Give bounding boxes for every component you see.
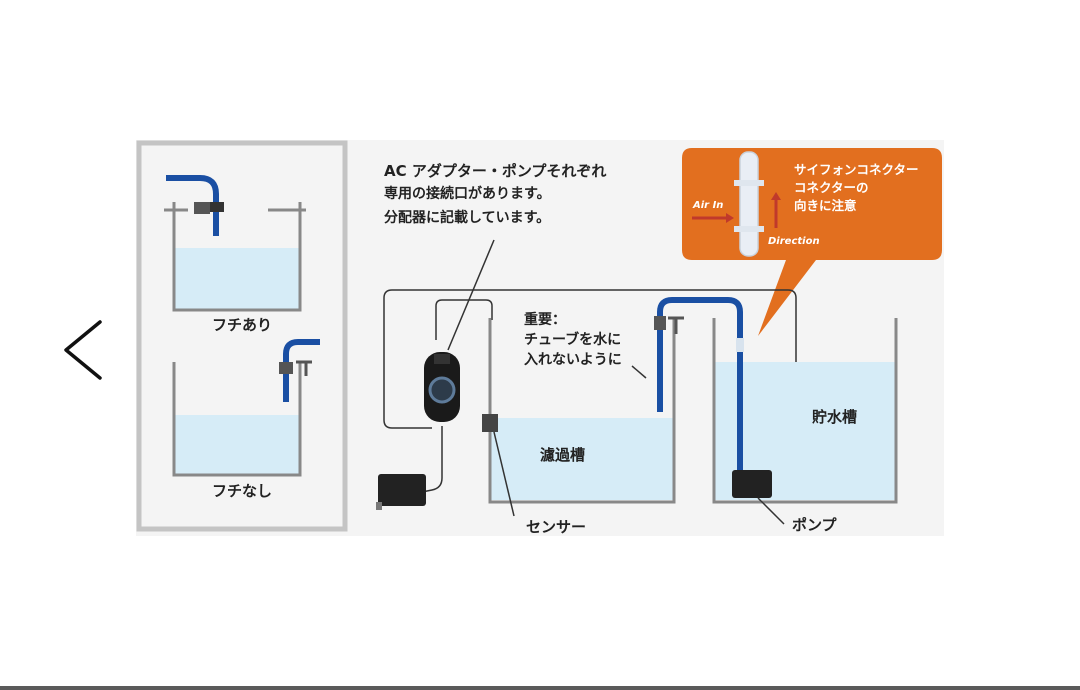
tank-without-rim-label: フチなし: [212, 482, 272, 500]
svg-text:入れないように: 入れないように: [524, 352, 622, 368]
left-panel: フチあり フチなし: [136, 140, 348, 532]
chevron-left-icon: [64, 320, 102, 380]
bottom-border: [0, 686, 1080, 690]
siphon-tube: [654, 297, 744, 472]
aquarium-setup-diagram: フチあり フチなし AC アダプター・ポンプそれぞれ 専用の接続口があります。 …: [136, 140, 944, 536]
important-note: 重要： チューブを水に 入れないように: [524, 311, 647, 379]
svg-text:AC アダプター・ポンプそれぞれ: AC アダプター・ポンプそれぞれ: [384, 162, 606, 180]
pump-icon: [732, 470, 772, 498]
svg-text:Air In: Air In: [692, 200, 723, 211]
tank-without-rim: [172, 339, 320, 477]
svg-text:コネクターの: コネクターの: [794, 180, 869, 195]
clip-icon: [279, 362, 293, 374]
svg-text:分配器に記載しています。: 分配器に記載しています。: [384, 209, 550, 226]
ac-adapter: [376, 474, 426, 510]
tank-with-rim-label: フチあり: [212, 316, 272, 334]
controller-device: [424, 352, 460, 422]
filter-tank: [482, 318, 676, 517]
svg-text:重要：: 重要：: [524, 311, 566, 328]
pump: [732, 470, 785, 525]
reservoir-label: 貯水槽: [812, 408, 857, 426]
rim-clip-icon: [194, 202, 210, 214]
sensor-label: センサー: [526, 518, 586, 536]
siphon-connector-callout: Air In Direction サイフォンコネクター コネクターの 向きに注意: [682, 148, 942, 336]
svg-text:専用の接続口があります。: 専用の接続口があります。: [384, 185, 551, 202]
connector-icon: [739, 151, 759, 257]
svg-text:向きに注意: 向きに注意: [794, 198, 857, 213]
sensor-icon: [482, 414, 498, 432]
siphon-connector: [736, 338, 744, 352]
tank-with-rim: [164, 175, 306, 312]
svg-text:チューブを水に: チューブを水に: [524, 331, 621, 348]
controller-dial-icon: [428, 376, 456, 404]
adapter-note: AC アダプター・ポンプそれぞれ 専用の接続口があります。 分配器に記載していま…: [384, 162, 606, 351]
previous-slide-button[interactable]: [58, 318, 110, 382]
svg-text:Direction: Direction: [768, 236, 820, 247]
pump-label: ポンプ: [792, 516, 838, 534]
ac-adapter-icon: [378, 474, 426, 506]
tube-clip-icon: [654, 316, 666, 330]
filter-tank-label: 濾過槽: [540, 446, 585, 464]
svg-text:サイフォンコネクター: サイフォンコネクター: [794, 162, 919, 177]
